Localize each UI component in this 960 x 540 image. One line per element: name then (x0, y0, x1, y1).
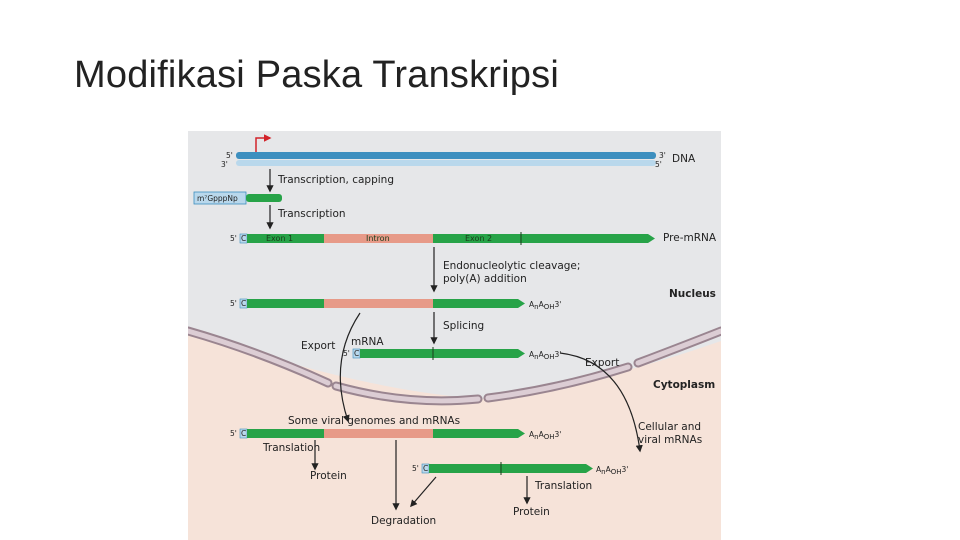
nuclear-membrane (188, 326, 721, 406)
export-left-label: Export (301, 340, 335, 352)
transcription-start-arrow (255, 134, 272, 152)
svg-text:C: C (241, 299, 246, 308)
mrna-label: mRNA (351, 336, 384, 348)
svg-text:AnAOH3': AnAOH3' (529, 300, 561, 311)
cellular-label-line1: Cellular and (638, 421, 701, 433)
translation-right-label: Translation (534, 480, 592, 492)
segment-exon1: Exon 1 (266, 234, 293, 243)
svg-text:5': 5' (230, 299, 237, 308)
step-transcription: Transcription (277, 208, 346, 220)
degradation-label: Degradation (371, 515, 436, 527)
step-splicing: Splicing (443, 320, 484, 332)
step-cleavage-line2: poly(A) addition (443, 273, 527, 285)
dna-3prime: 3' (659, 151, 666, 160)
svg-text:m⁷GpppNp: m⁷GpppNp (197, 194, 238, 203)
dna-5prime: 5' (226, 151, 233, 160)
protein-right-label: Protein (513, 506, 550, 518)
slide-title: Modifikasi Paska Transkripsi (74, 54, 559, 96)
dna-strands: 5' 3' 3' 5' DNA (221, 134, 696, 169)
cytoplasm-label: Cytoplasm (653, 379, 715, 391)
export-right-arrow (559, 352, 643, 453)
mature-mrna: mRNA 5' C AnAOH3' (343, 336, 561, 361)
step-cleavage-line1: Endonucleolytic cleavage; (443, 260, 580, 272)
svg-text:C: C (241, 429, 246, 438)
cellular-mrna: 5' C AnAOH3' (412, 462, 628, 476)
pre-mrna: 5' C Exon 1 Intron Exon 2 Pre-mRNA (230, 232, 717, 245)
svg-text:AnAOH3': AnAOH3' (596, 465, 628, 476)
export-left-arrow (339, 312, 361, 423)
viral-genomes-label: Some viral genomes and mRNAs (288, 415, 460, 427)
protein-left-label: Protein (310, 470, 347, 482)
viral-mrna: Some viral genomes and mRNAs 5' C AnAOH3… (230, 415, 561, 441)
segment-intron: Intron (366, 234, 390, 243)
dna-5prime-bottom: 5' (655, 160, 662, 169)
segment-exon2: Exon 2 (465, 234, 492, 243)
svg-text:C: C (241, 234, 246, 243)
svg-text:C: C (423, 464, 428, 473)
capped-nascent-rna: m⁷GpppNp (193, 191, 282, 205)
step-transcription-capping: Transcription, capping (277, 174, 394, 186)
svg-text:5': 5' (412, 464, 419, 473)
post-transcription-diagram: 5' 3' 3' 5' DNA Transcription, capping m… (188, 131, 721, 540)
svg-text:5': 5' (230, 429, 237, 438)
translation-left-label: Translation (262, 442, 320, 454)
nucleus-label: Nucleus (669, 288, 716, 300)
dna-3prime-bottom: 3' (221, 160, 228, 169)
polyadenylated-pre-mrna: 5' C AnAOH3' (230, 298, 561, 311)
dna-label: DNA (672, 153, 696, 165)
pre-mrna-label: Pre-mRNA (663, 232, 717, 244)
svg-text:5': 5' (230, 234, 237, 243)
cellular-label-line2: viral mRNAs (638, 434, 702, 446)
nucleus-region (188, 131, 721, 399)
export-right-label: Export (585, 357, 619, 369)
svg-text:C: C (354, 349, 359, 358)
svg-text:AnAOH3': AnAOH3' (529, 350, 561, 361)
svg-text:AnAOH3': AnAOH3' (529, 430, 561, 441)
svg-text:5': 5' (343, 349, 350, 358)
